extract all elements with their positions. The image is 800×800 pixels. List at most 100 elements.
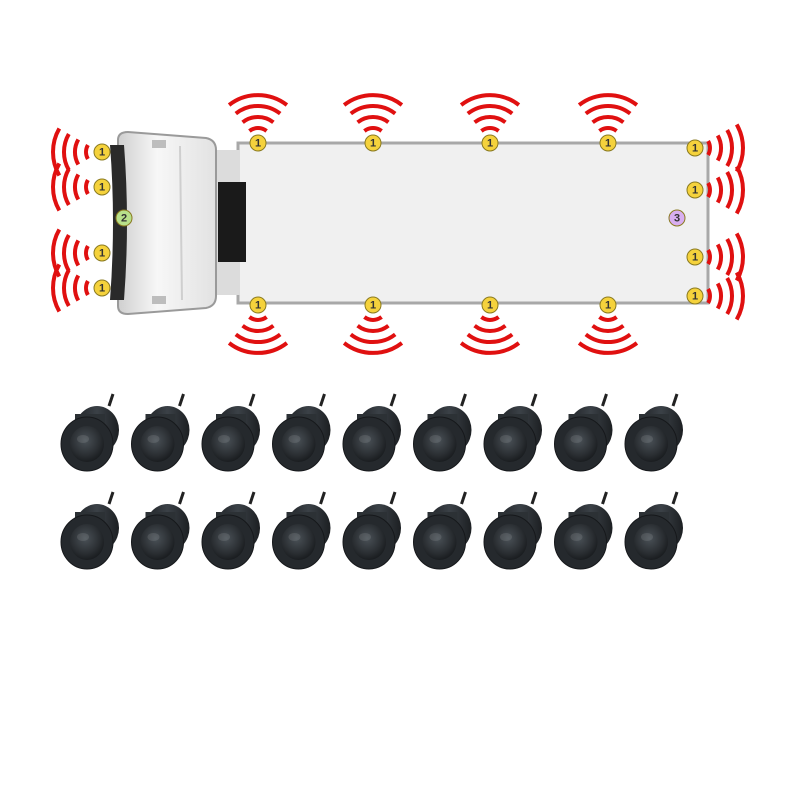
wave-arc [248, 126, 268, 133]
sensor-wire [530, 393, 538, 407]
wave-arc [73, 138, 81, 166]
rear-sensor-badge: 1 [686, 287, 704, 305]
rear-display-badge: 3 [668, 209, 686, 227]
badge-circle [364, 134, 382, 152]
wave-arc [241, 324, 275, 333]
sensor-wire [319, 393, 326, 407]
wave-arc [227, 341, 289, 355]
sensor-highlight [500, 435, 512, 443]
sensor-wire [671, 491, 679, 505]
bottom-wave-group [577, 315, 639, 355]
parking-sensor [342, 491, 401, 570]
parking-sensor [60, 491, 119, 570]
wave-arc [584, 332, 632, 345]
sensor-highlight [570, 533, 583, 541]
badge-label: 1 [692, 143, 698, 155]
sensor-face [352, 524, 386, 560]
sensor-highlight [570, 435, 583, 443]
bottom-wave-group [227, 315, 289, 355]
badge-circle [115, 209, 133, 227]
wave-arc [356, 324, 390, 333]
sensor-wire [460, 491, 467, 505]
badge-label: 1 [605, 138, 611, 150]
badge-label: 1 [255, 300, 261, 312]
badge-label: 1 [487, 138, 493, 150]
badge-label: 1 [99, 283, 105, 295]
sensor-face [352, 426, 386, 462]
parking-sensor [201, 491, 260, 570]
sensor-wire [107, 393, 115, 407]
badge-circle [481, 296, 499, 314]
wave-arc [248, 315, 268, 322]
sensor-face [140, 426, 175, 462]
wave-arc [342, 93, 404, 107]
wave-arc [342, 341, 404, 355]
wave-arc [473, 324, 507, 333]
bottom-sensor-badge: 1 [249, 296, 267, 314]
wave-arc [577, 93, 639, 107]
sensor-wire [389, 491, 397, 505]
sensor-highlight [500, 533, 512, 541]
front-sensor-badge: 1 [93, 143, 111, 161]
sensor-highlight [77, 533, 89, 541]
sensor-highlight [359, 435, 371, 443]
sensor-face [493, 426, 527, 462]
badge-label: 1 [692, 291, 698, 303]
sensor-highlight [147, 435, 160, 443]
wave-arc [473, 115, 507, 124]
sensor-face [211, 426, 245, 462]
wave-arc [584, 103, 632, 116]
badge-label: 1 [99, 248, 105, 260]
wave-arc [227, 93, 289, 107]
top-sensor-badge: 1 [364, 134, 382, 152]
badge-circle [249, 296, 267, 314]
top-sensor-badge: 1 [249, 134, 267, 152]
badge-label: 1 [370, 300, 376, 312]
parking-sensor-product-grid [60, 393, 683, 570]
wave-arc [591, 324, 625, 333]
parking-sensor [483, 491, 542, 570]
wave-arc [706, 140, 712, 156]
sensor-highlight [288, 435, 301, 443]
parking-sensor [131, 491, 190, 570]
wave-arc [84, 245, 90, 261]
wave-arc [84, 280, 90, 296]
parking-sensor [60, 393, 119, 472]
rear-wave-group [706, 271, 745, 321]
wave-arc [706, 182, 712, 198]
top-wave-group [577, 93, 639, 133]
rear-wave-group [706, 165, 745, 215]
wave-arc [73, 173, 81, 201]
mirror-bottom [152, 296, 166, 304]
wave-arc [61, 234, 71, 272]
sensor-face [70, 426, 104, 462]
wave-arc [349, 332, 397, 345]
wave-arc [459, 341, 521, 355]
badge-circle [364, 296, 382, 314]
ultrasonic-waves [51, 93, 745, 355]
parking-sensor [413, 491, 472, 570]
badge-circle [668, 209, 686, 227]
wave-arc [466, 332, 514, 345]
sensor-wire [671, 393, 679, 407]
sensor-highlight [218, 435, 230, 443]
front-display-badge: 2 [115, 209, 133, 227]
sensor-highlight [641, 435, 653, 443]
parking-sensor [201, 393, 260, 472]
wave-arc [734, 271, 745, 321]
top-sensor-badge: 1 [599, 134, 617, 152]
wave-arc [51, 162, 62, 212]
wave-arc [591, 115, 625, 124]
wave-arc [73, 239, 81, 267]
wave-arc [459, 93, 521, 107]
wave-arc [234, 103, 282, 116]
sensor-face [281, 426, 316, 462]
rear-wave-group [706, 123, 745, 173]
sensor-wire [248, 491, 256, 505]
sensor-wire [601, 393, 608, 407]
top-wave-group [459, 93, 521, 133]
wave-arc [725, 238, 735, 276]
top-wave-group [227, 93, 289, 133]
